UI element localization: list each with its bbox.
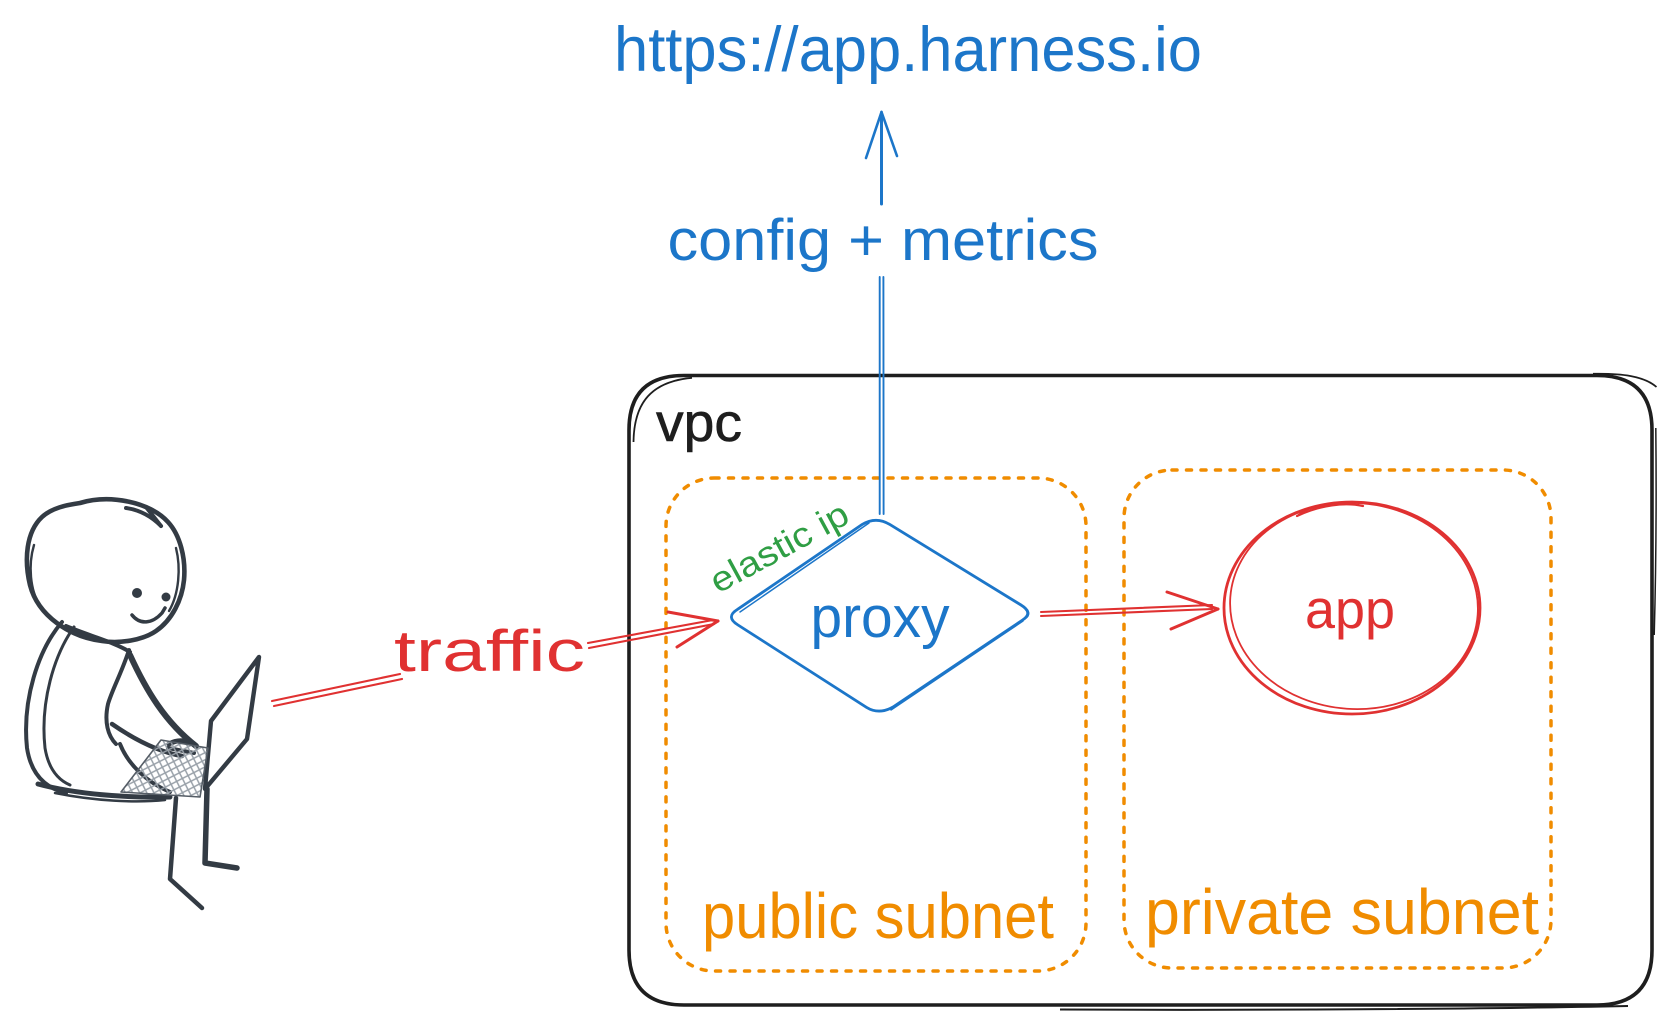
svg-text:https://app.harness.io: https://app.harness.io (614, 15, 1202, 85)
svg-text:private subnet: private subnet (1145, 876, 1539, 948)
svg-text:config + metrics: config + metrics (668, 208, 1099, 273)
svg-text:public subnet: public subnet (702, 880, 1054, 952)
svg-text:proxy: proxy (811, 585, 950, 650)
svg-text:app: app (1305, 578, 1395, 640)
svg-text:vpc: vpc (656, 393, 742, 453)
svg-text:traffic: traffic (394, 619, 585, 684)
